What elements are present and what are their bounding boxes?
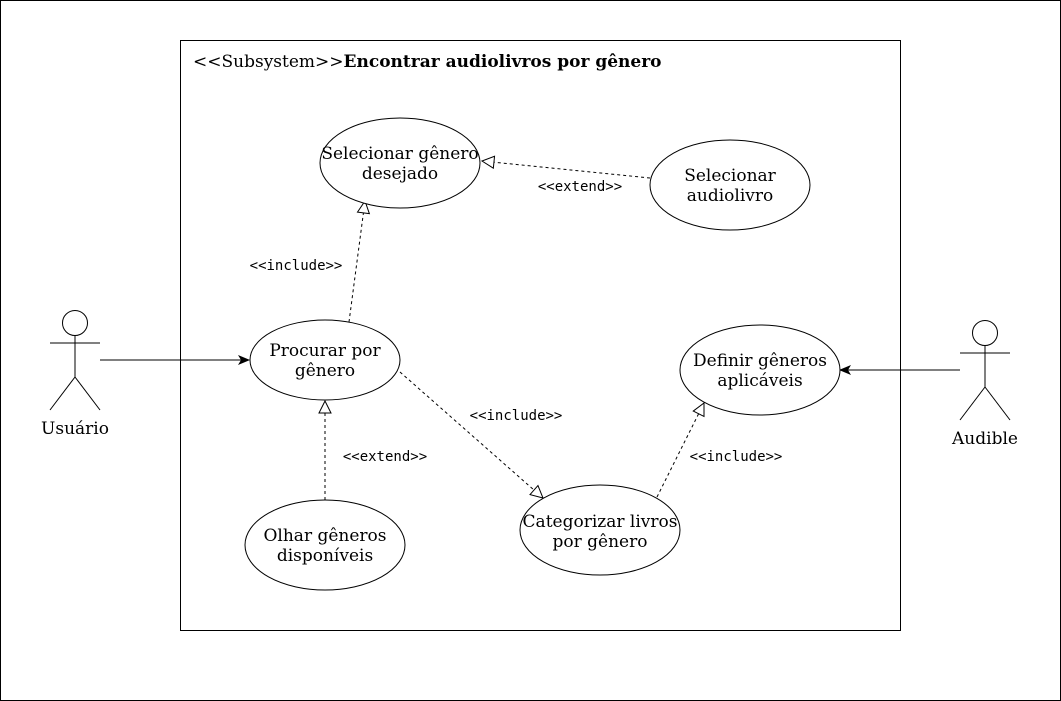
- use-case-label: Procurar por: [269, 341, 381, 361]
- use-case-label: desejado: [362, 164, 438, 184]
- use-case-procurar-genero: Procurar por gênero: [249, 319, 401, 401]
- use-case-label: gênero: [295, 361, 355, 381]
- extend-audiolivro-genero-label: <<extend>>: [538, 179, 622, 195]
- include-procurar-categorizar-line: [399, 371, 543, 498]
- use-case-definir-generos: Definir gêneros aplicáveis: [679, 324, 841, 416]
- actor-label: Audible: [951, 429, 1018, 449]
- use-case-label: Definir gêneros: [693, 351, 827, 371]
- include-procurar-categorizar-label: <<include>>: [470, 408, 563, 424]
- extend-audiolivro-genero-line: [482, 161, 651, 179]
- use-case-categorizar-livros: Categorizar livros por gênero: [519, 484, 681, 576]
- subsystem-name: Encontrar audiolivros por gênero: [344, 52, 662, 72]
- actor-label: Usuário: [41, 419, 109, 439]
- extend-olhar-procurar-label: <<extend>>: [343, 449, 427, 465]
- include-procurar-selecionar-line: [348, 201, 365, 323]
- stick-figure-icon: [49, 310, 101, 411]
- use-case-label: audiolivro: [687, 186, 773, 206]
- actor-usuario: Usuário: [41, 310, 109, 439]
- include-categorizar-definir-label: <<include>>: [690, 449, 783, 465]
- include-procurar-selecionar-label: <<include>>: [250, 258, 343, 274]
- use-case-olhar-generos: Olhar gêneros disponíveis: [244, 499, 406, 591]
- use-case-label: Categorizar livros: [523, 512, 678, 532]
- subsystem-title: <<Subsystem>>Encontrar audiolivros por g…: [193, 52, 662, 72]
- use-case-label: Selecionar: [684, 166, 776, 186]
- use-case-label: Selecionar gênero: [321, 144, 478, 164]
- stick-figure-icon: [959, 320, 1011, 421]
- subsystem-stereotype: <<Subsystem>>: [193, 52, 344, 72]
- use-case-label: aplicáveis: [717, 371, 802, 391]
- use-case-label: por gênero: [553, 532, 648, 552]
- actor-audible: Audible: [951, 320, 1018, 449]
- use-case-label: disponíveis: [277, 546, 373, 566]
- use-case-selecionar-audiolivro: Selecionar audiolivro: [649, 139, 811, 231]
- use-case-label: Olhar gêneros: [263, 526, 386, 546]
- use-case-selecionar-genero: Selecionar gênero desejado: [319, 117, 481, 209]
